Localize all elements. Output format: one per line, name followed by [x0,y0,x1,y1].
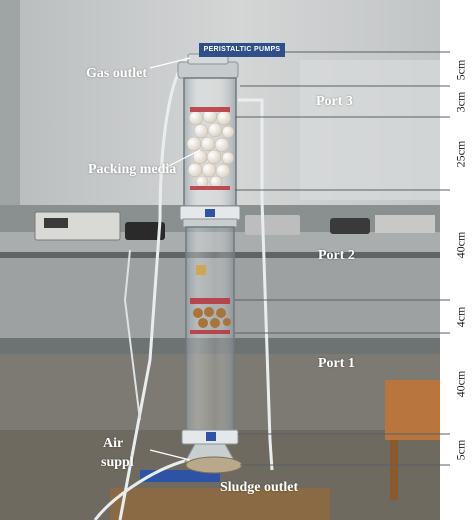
air-supply-label-line2: suppl [101,455,134,470]
sludge-outlet-label: Sludge outlet [220,480,299,495]
port3-label: Port 3 [316,94,353,109]
gas-outlet-label: Gas outlet [86,66,148,81]
pump-label: PERISTALTIC PUMPS [199,43,285,57]
air-supply-label-line1: Air [103,436,124,451]
port2-label: Port 2 [318,248,355,263]
port1-label: Port 1 [318,356,355,371]
packing-media-label: Packing media [88,162,177,177]
